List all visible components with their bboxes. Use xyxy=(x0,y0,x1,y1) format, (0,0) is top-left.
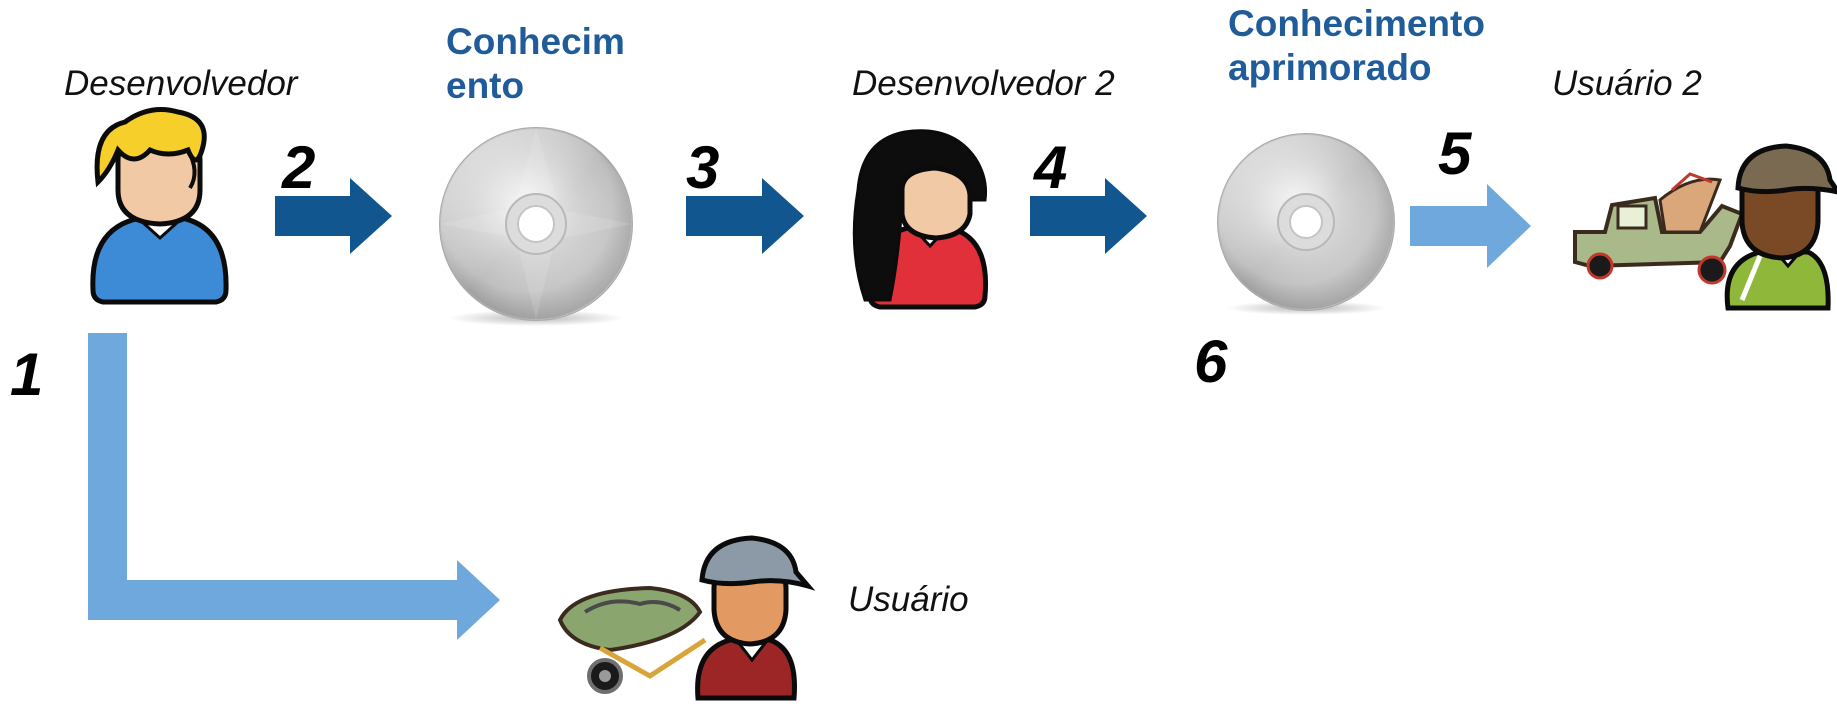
step-number-4: 4 xyxy=(1034,134,1068,201)
knowledge-label-line2: ento xyxy=(446,65,525,106)
arrow-3-knowledge-to-developer2 xyxy=(686,178,804,254)
improved-knowledge-label-line1: Conhecimento xyxy=(1228,3,1485,44)
user-with-truck-icon xyxy=(1573,143,1837,311)
step-number-6: 6 xyxy=(1194,328,1228,395)
developer2-label: Desenvolvedor 2 xyxy=(852,64,1115,103)
arrow-2-developer-to-knowledge xyxy=(275,178,392,254)
user2-label: Usuário 2 xyxy=(1552,64,1702,103)
user-with-wheelbarrow-icon xyxy=(557,535,816,701)
arrow-1-developer-to-user xyxy=(88,333,500,640)
step-number-5: 5 xyxy=(1438,120,1472,187)
knowledge-label-line1: Conhecim xyxy=(446,21,625,62)
step-number-2: 2 xyxy=(282,134,316,201)
arrow-4-developer2-to-improved-knowledge xyxy=(1030,178,1147,254)
improved-knowledge-disc-icon xyxy=(1217,133,1395,315)
developer-label: Desenvolvedor xyxy=(64,64,298,103)
improved-knowledge-label-line2: aprimorado xyxy=(1228,47,1432,88)
developer2-person-icon xyxy=(852,129,989,310)
step-number-1: 1 xyxy=(10,341,44,408)
knowledge-disc-icon xyxy=(439,127,633,326)
step-number-3: 3 xyxy=(686,134,720,201)
user-label: Usuário xyxy=(848,580,969,619)
developer-person-icon xyxy=(90,107,229,305)
arrow-5-improved-knowledge-to-user2 xyxy=(1410,184,1531,268)
